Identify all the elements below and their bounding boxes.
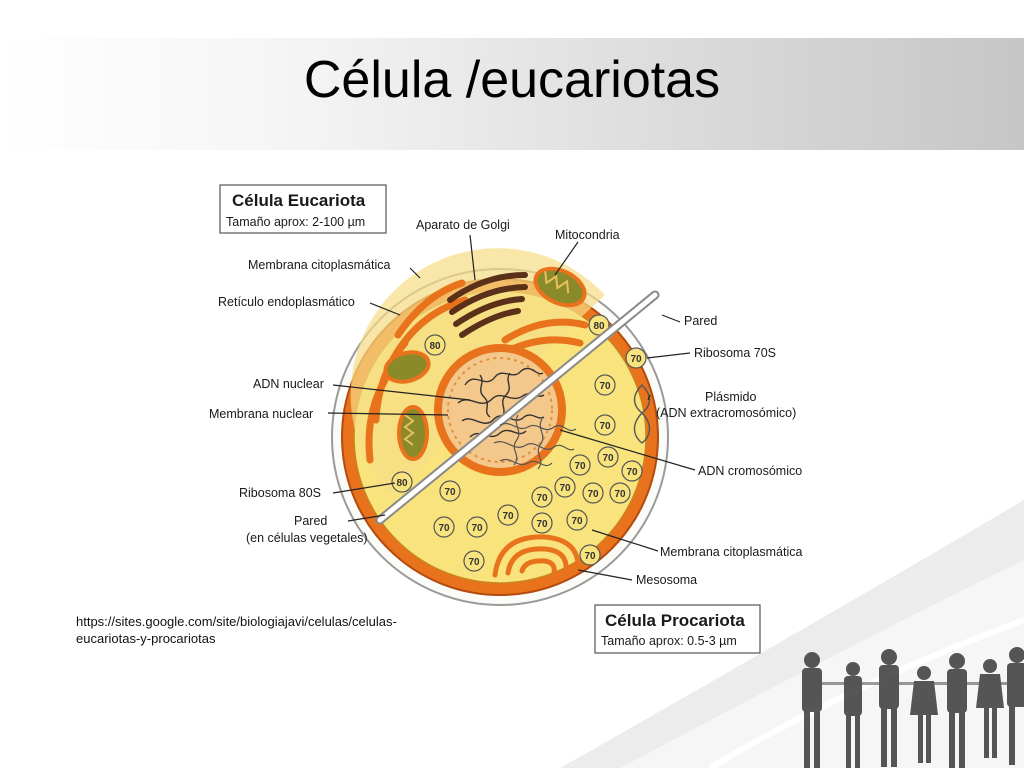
ribosome-label: 70 <box>536 519 548 530</box>
label-membrana-citoplasmatica-euk: Membrana citoplasmática <box>248 258 390 272</box>
ribosome-label: 70 <box>630 354 642 365</box>
ribosomes-80s: 80 80 80 <box>391 314 610 493</box>
ribosome-label: 70 <box>438 523 450 534</box>
ribosome-label: 70 <box>536 493 548 504</box>
label-pared-euk: Pared <box>294 514 327 528</box>
ribosome-label: 70 <box>559 483 571 494</box>
ribosome-label: 80 <box>396 478 408 489</box>
eukaryote-title-box: Célula Eucariota Tamaño aprox: 2-100 µm <box>219 184 387 234</box>
mesosome <box>492 534 581 578</box>
plasmid <box>633 384 651 444</box>
ribosome-label: 70 <box>502 511 514 522</box>
label-plasmido: Plásmido <box>705 390 756 404</box>
slide-title: Célula /eucariotas <box>303 51 721 109</box>
label-membrana-citoplasmatica-prok: Membrana citoplasmática <box>660 545 802 559</box>
prokaryote-box-size: Tamaño aprox: 0.5-3 µm <box>601 634 737 648</box>
eukaryote-box-size: Tamaño aprox: 2-100 µm <box>226 215 365 229</box>
cell-comparison-diagram: 80 80 80 70 70 70 70 70 70 <box>209 184 802 654</box>
label-mitocondria: Mitocondria <box>555 228 620 242</box>
label-mesosoma: Mesosoma <box>636 573 697 587</box>
chromosomal-dna <box>493 414 577 470</box>
prokaryote-box-title: Célula Procariota <box>605 611 745 630</box>
mitochondria <box>383 266 587 461</box>
title-band <box>0 38 1024 150</box>
label-ribosoma-80s: Ribosoma 80S <box>239 486 321 500</box>
golgi-apparatus <box>447 272 528 338</box>
ribosome-label: 70 <box>571 516 583 527</box>
label-pared-euk-note: (en células vegetales) <box>246 531 368 545</box>
label-reticulo: Retículo endoplasmático <box>218 295 355 309</box>
label-adn-cromosomico: ADN cromosómico <box>698 464 802 478</box>
ribosome-label: 70 <box>599 381 611 392</box>
label-plasmido-note: (ADN extracromosómico) <box>656 406 796 420</box>
label-membrana-nuclear: Membrana nuclear <box>209 407 313 421</box>
label-ribosoma-70s: Ribosoma 70S <box>694 346 776 360</box>
label-adn-nuclear: ADN nuclear <box>253 377 324 391</box>
ribosome-label: 70 <box>574 461 586 472</box>
ribosome-label: 70 <box>471 523 483 534</box>
ribosome-label: 70 <box>626 467 638 478</box>
prokaryote-title-box: Célula Procariota Tamaño aprox: 0.5-3 µm <box>594 604 761 654</box>
ribosome-label: 80 <box>593 321 605 332</box>
nucleus <box>434 344 566 476</box>
ribosome-label: 70 <box>599 421 611 432</box>
label-golgi: Aparato de Golgi <box>416 218 510 232</box>
ribosome-label: 70 <box>444 487 456 498</box>
label-pared-prok: Pared <box>684 314 717 328</box>
ribosome-label: 70 <box>602 453 614 464</box>
ribosome-label: 70 <box>587 489 599 500</box>
dividing-cell-wall <box>375 290 660 525</box>
label-leader-lines <box>327 234 696 581</box>
ribosome-label: 80 <box>429 341 441 352</box>
ribosomes-70s: 70 70 70 70 70 70 70 70 70 70 70 70 70 7… <box>433 347 647 572</box>
ribosome-label: 70 <box>614 489 626 500</box>
ribosome-label: 70 <box>584 551 596 562</box>
ribosome-label: 70 <box>468 557 480 568</box>
eukaryote-box-title: Célula Eucariota <box>232 191 366 210</box>
people-silhouettes-image <box>802 647 1024 768</box>
source-url-link[interactable]: https://sites.google.com/site/biologiaja… <box>76 614 397 646</box>
